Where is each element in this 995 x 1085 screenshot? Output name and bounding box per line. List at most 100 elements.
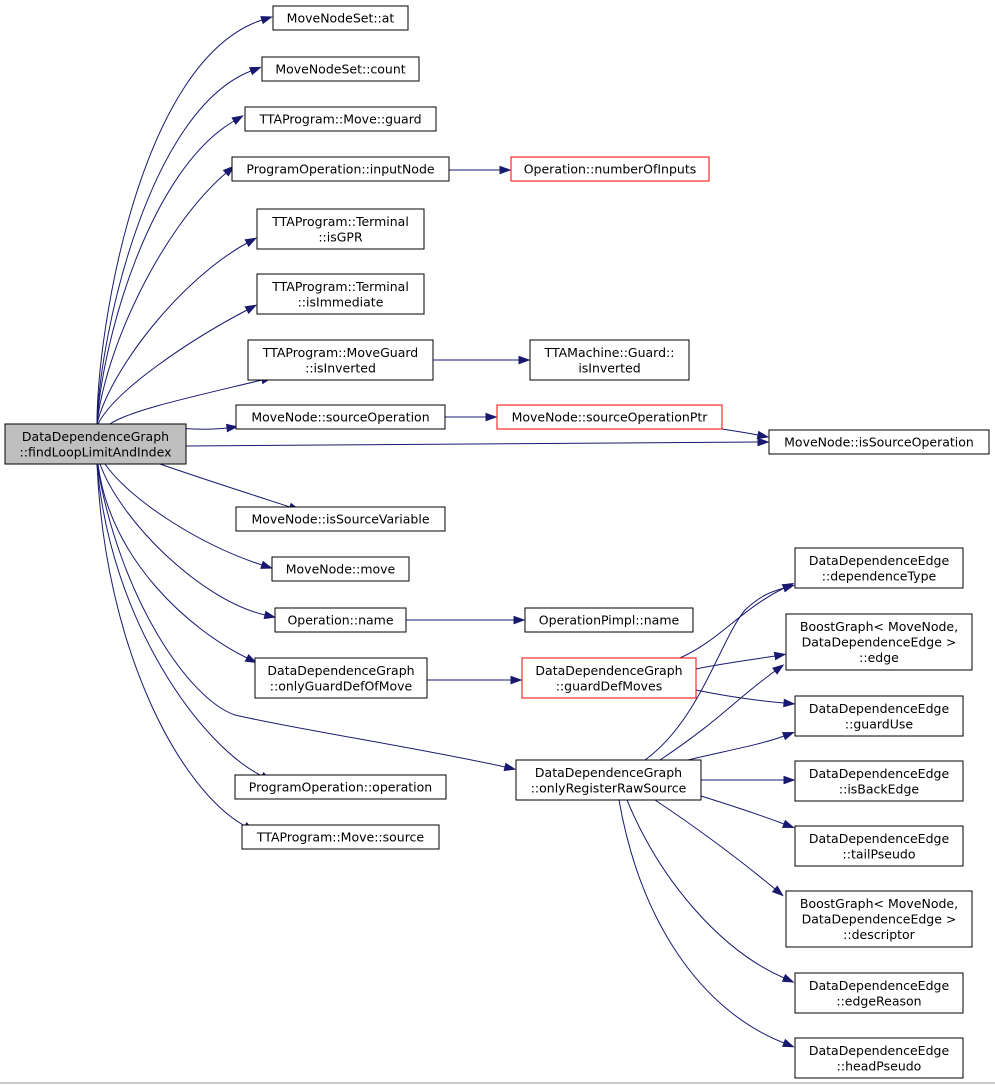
node-op-name[interactable]: Operation::name [274, 607, 407, 633]
node-source[interactable]: TTAProgram::Move::source [241, 824, 440, 850]
edge-line [104, 463, 263, 566]
node-label: ::headPseudo [837, 1058, 922, 1073]
node-label: ::onlyRegisterRawSource [531, 780, 687, 795]
node-move[interactable]: MoveNode::move [271, 556, 410, 582]
node-label: MoveNode::sourceOperation [251, 410, 429, 425]
node-box [794, 760, 964, 802]
node-label: MoveNodeSet::at [287, 11, 395, 26]
node-dependenceType[interactable]: DataDependenceEdge::dependenceType [794, 547, 964, 589]
edge-line [618, 799, 785, 1044]
edge-guardDefMoves-to-dependenceType [679, 582, 795, 659]
node-label: TTAMachine::Guard:: [544, 345, 675, 360]
edge-line [654, 799, 776, 890]
node-headPseudo[interactable]: DataDependenceEdge::headPseudo [794, 1037, 964, 1079]
node-sourceOperation[interactable]: MoveNode::sourceOperation [235, 404, 446, 430]
node-guardUse[interactable]: DataDependenceEdge::guardUse [794, 695, 964, 737]
node-isGPR[interactable]: TTAProgram::Terminal::isGPR [256, 208, 425, 250]
node-descriptor[interactable]: BoostGraph< MoveNode,DataDependenceEdge … [785, 890, 973, 948]
node-box [256, 208, 425, 250]
edge-onlyRegisterRawSource-to-dependenceType [644, 583, 796, 761]
node-edge[interactable]: BoostGraph< MoveNode,DataDependenceEdge … [785, 613, 973, 671]
node-box [524, 607, 694, 633]
edge-line [96, 242, 248, 425]
node-label: MoveNode::move [286, 562, 396, 577]
arrowhead [772, 664, 785, 675]
node-box [785, 890, 973, 948]
edge-mg_isInverted-to-g_isInverted [433, 355, 531, 365]
node-label: MoveNodeSet::count [275, 62, 405, 77]
arrowhead [781, 731, 795, 741]
node-sourceOperationPtr[interactable]: MoveNode::sourceOperationPtr [496, 404, 723, 430]
node-tailPseudo[interactable]: DataDependenceEdge::tailPseudo [794, 825, 964, 867]
node-label: Operation::name [287, 613, 393, 628]
node-edgeReason[interactable]: DataDependenceEdge::edgeReason [794, 972, 964, 1014]
arrowhead [499, 165, 512, 175]
edge-line [695, 689, 785, 704]
node-isSourceVariable[interactable]: MoveNode::isSourceVariable [235, 506, 446, 532]
node-label: ::guardDefMoves [556, 678, 663, 693]
node-label: ::guardUse [845, 716, 913, 731]
node-pimpl-name[interactable]: OperationPimpl::name [524, 607, 694, 633]
node-box [521, 657, 697, 699]
edge-root-to-at [96, 16, 273, 425]
edge-line [97, 309, 248, 425]
node-operation[interactable]: ProgramOperation::operation [234, 774, 447, 800]
node-guard[interactable]: TTAProgram::Move::guard [244, 106, 437, 132]
node-box [794, 825, 964, 867]
arrowhead [781, 819, 795, 829]
edge-sourceOperation-to-sourceOperationPtr [444, 412, 498, 422]
node-label: BoostGraph< MoveNode, [800, 619, 958, 634]
node-label: ::edgeReason [836, 993, 921, 1008]
edge-line [96, 463, 263, 777]
node-mg-isInverted[interactable]: TTAProgram::MoveGuard::isInverted [247, 339, 434, 381]
node-onlyRegisterRawSource[interactable]: DataDependenceGraph::onlyRegisterRawSour… [515, 759, 702, 801]
node-label: DataDependenceEdge > [802, 912, 957, 927]
node-count[interactable]: MoveNodeSet::count [261, 56, 420, 82]
node-label: ProgramOperation::operation [249, 780, 432, 795]
arrowhead [260, 560, 273, 569]
node-isSourceOperation[interactable]: MoveNode::isSourceOperation [768, 429, 990, 455]
node-label: DataDependenceEdge > [802, 635, 957, 650]
edge-root-to-guard [96, 115, 244, 425]
edge-onlyRegisterRawSource-to-edge [659, 664, 785, 761]
arrowhead [771, 885, 784, 897]
node-label: DataDependenceGraph [267, 663, 414, 678]
node-label: DataDependenceEdge [809, 978, 950, 993]
node-label: ::isInverted [305, 360, 376, 375]
edge-line [99, 463, 266, 616]
node-inputNode[interactable]: ProgramOperation::inputNode [231, 156, 450, 182]
node-box [768, 429, 990, 455]
edge-line [96, 463, 506, 768]
node-root[interactable]: DataDependenceGraph::findLoopLimitAndInd… [4, 423, 187, 465]
edge-onlyRegisterRawSource-to-headPseudo [618, 799, 795, 1048]
arrowhead [518, 355, 531, 365]
node-label: ::isGPR [318, 229, 363, 244]
arrowhead [782, 583, 796, 593]
arrowhead [231, 115, 244, 125]
node-box [235, 506, 446, 532]
node-onlyGuardDefOfMove[interactable]: DataDependenceGraph::onlyGuardDefOfMove [254, 657, 428, 699]
node-g-isInverted[interactable]: TTAMachine::Guard::isInverted [529, 339, 690, 381]
arrowhead [773, 651, 787, 661]
node-numberOfInputs[interactable]: Operation::numberOfInputs [510, 156, 710, 182]
node-box [794, 695, 964, 737]
node-isImmediate[interactable]: TTAProgram::Terminal::isImmediate [256, 273, 425, 315]
edge-line [96, 463, 246, 827]
arrowhead [260, 16, 273, 25]
node-at[interactable]: MoveNodeSet::at [272, 5, 409, 31]
call-nodes: DataDependenceGraph::findLoopLimitAndInd… [4, 5, 990, 1079]
edge-onlyRegisterRawSource-to-guardUse [687, 731, 795, 761]
node-box [241, 824, 440, 850]
edge-line [96, 19, 263, 425]
node-label: ProgramOperation::inputNode [246, 162, 434, 177]
node-isBackEdge[interactable]: DataDependenceEdge::isBackEdge [794, 760, 964, 802]
node-label: MoveNode::isSourceOperation [784, 435, 974, 450]
edge-onlyGuardDefOfMove-to-guardDefMoves [427, 675, 523, 685]
node-label: OperationPimpl::name [539, 613, 680, 628]
node-guardDefMoves[interactable]: DataDependenceGraph::guardDefMoves [521, 657, 697, 699]
node-label: Operation::numberOfInputs [524, 162, 697, 177]
arrowhead [244, 237, 258, 248]
node-label: BoostGraph< MoveNode, [800, 896, 958, 911]
arrowhead [781, 1038, 795, 1048]
